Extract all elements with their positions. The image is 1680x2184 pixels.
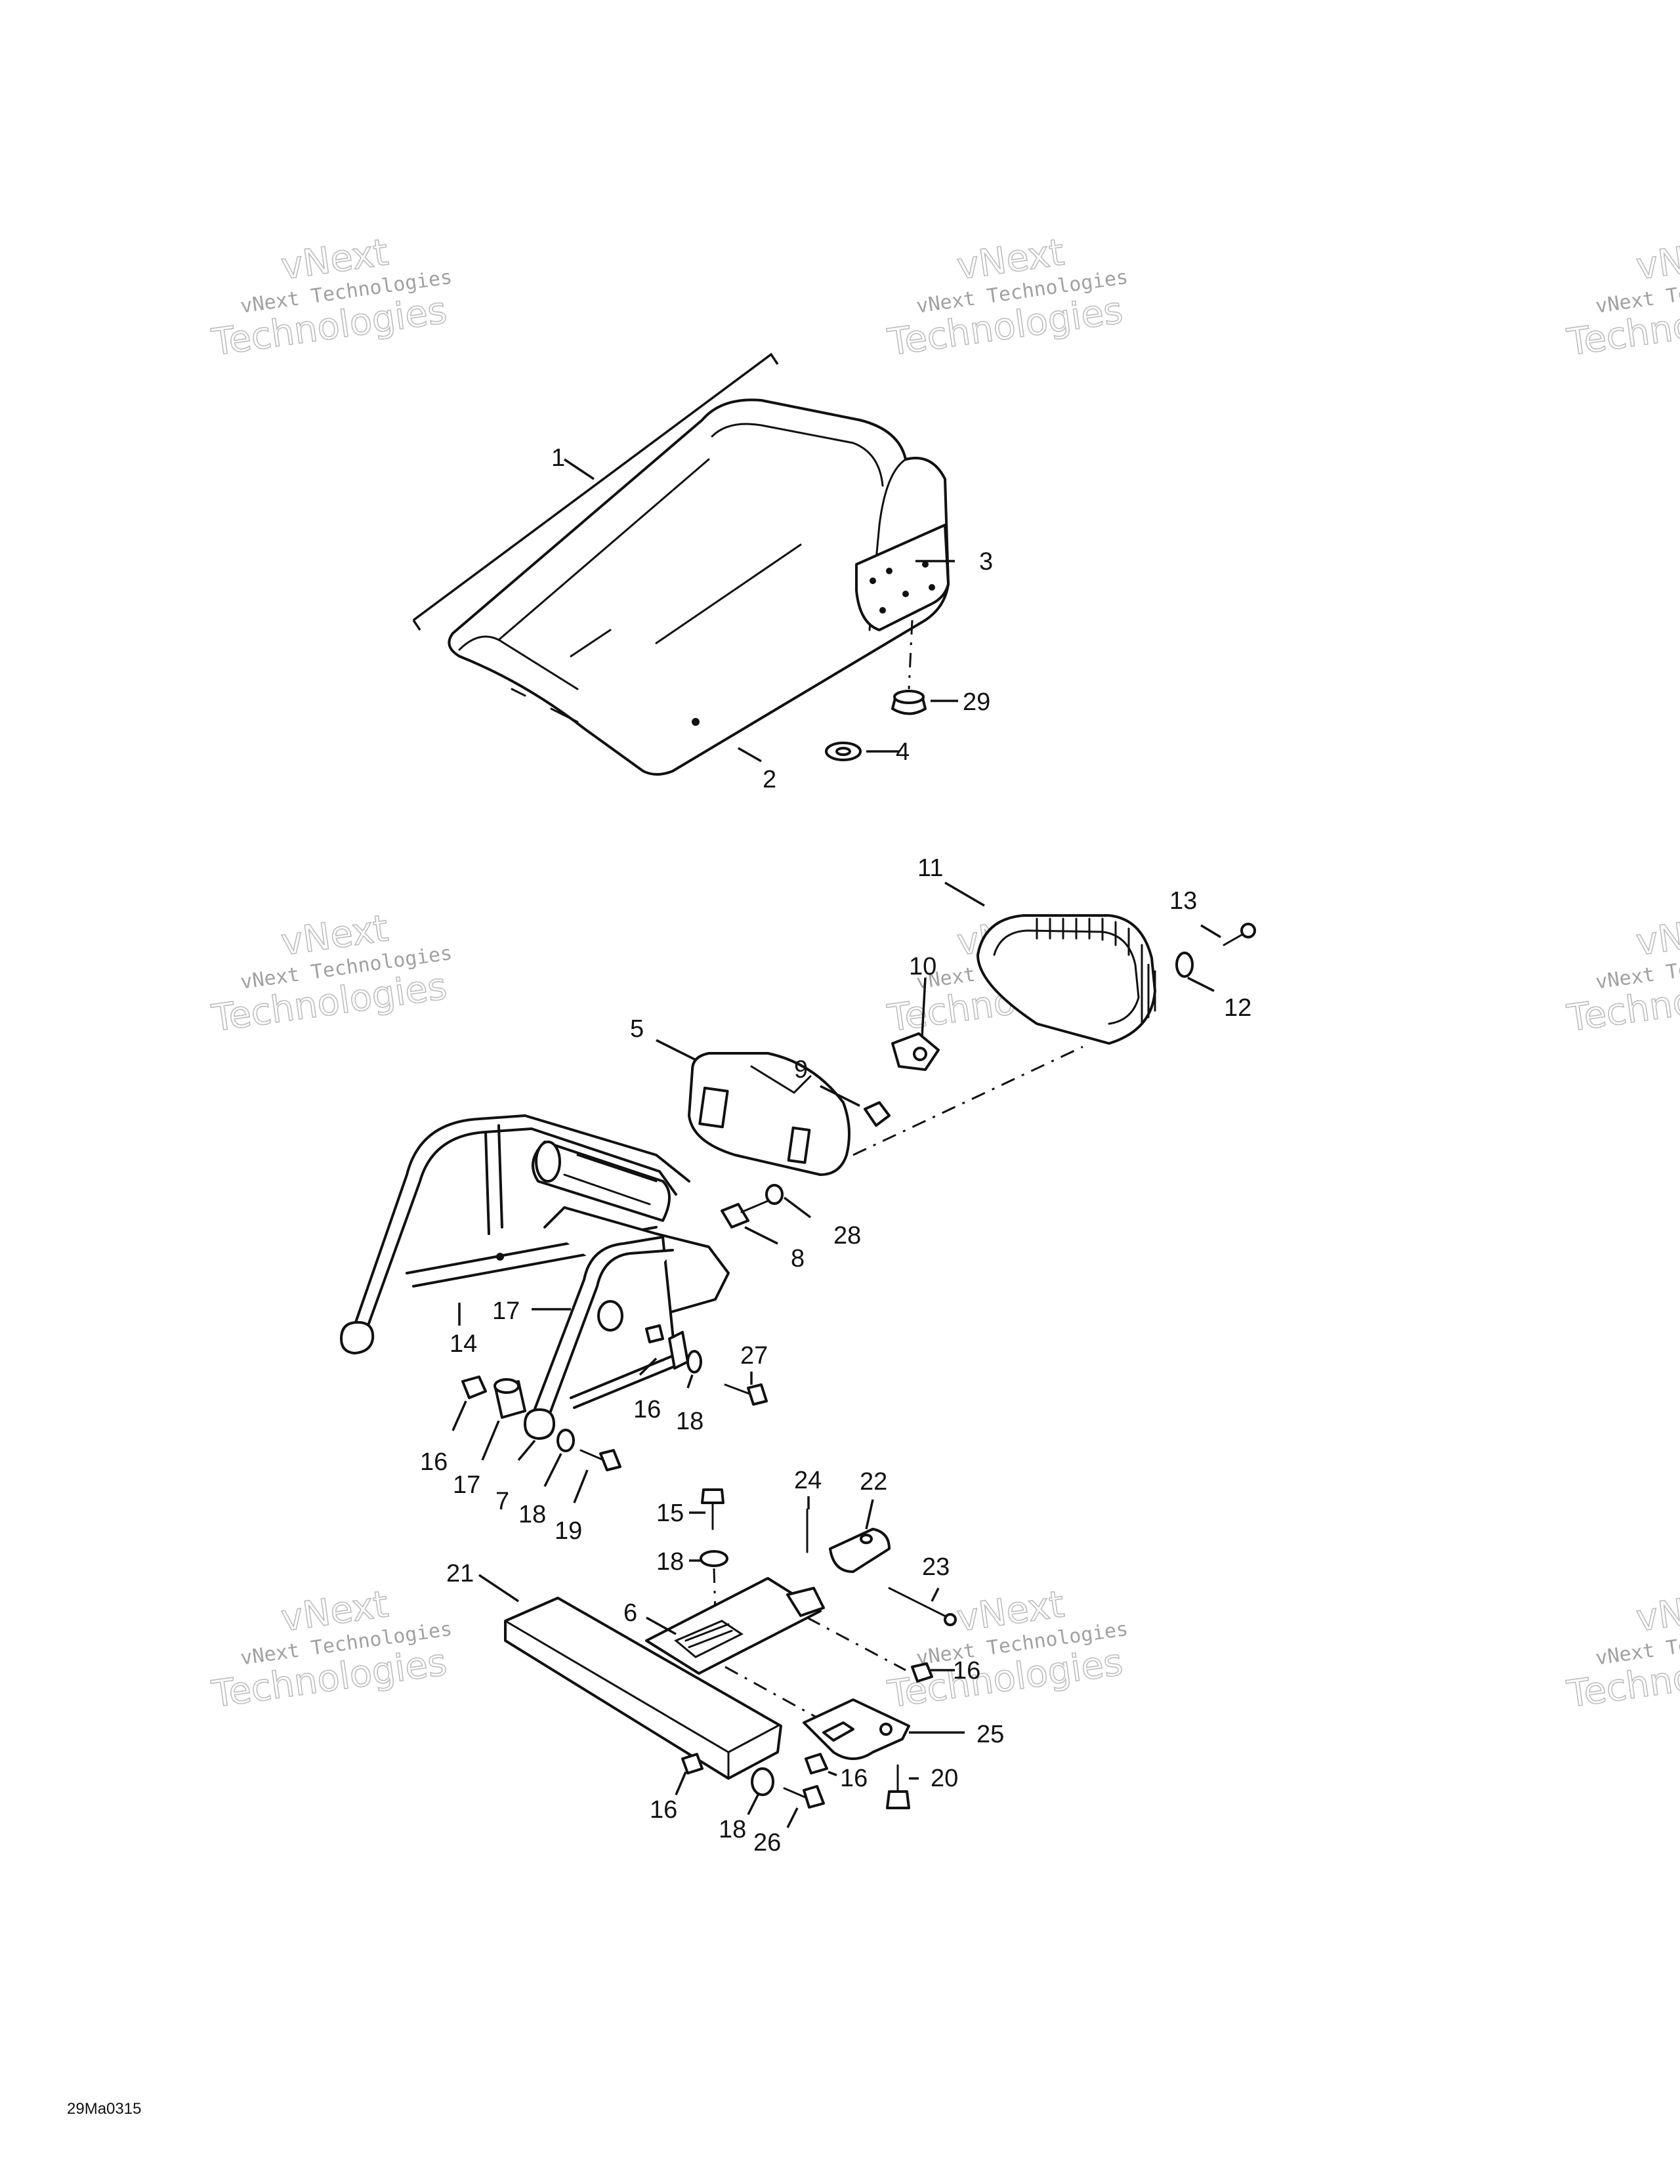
svg-text:vNext: vNext	[1633, 231, 1680, 288]
callout-12: 12	[1224, 994, 1251, 1022]
washer-18-bottom	[751, 1767, 774, 1796]
bolt-8	[721, 1200, 769, 1228]
svg-text:vNext: vNext	[1633, 1583, 1680, 1640]
washer-28	[765, 1184, 784, 1205]
callout-18c: 18	[656, 1548, 684, 1576]
callout-4: 4	[896, 738, 910, 766]
callout-16a: 16	[633, 1396, 661, 1423]
bolt-26	[783, 1785, 825, 1809]
seat-assembly	[412, 352, 950, 776]
callout-23: 23	[922, 1553, 950, 1581]
nut-16-left	[461, 1376, 487, 1399]
callout-17b: 17	[453, 1471, 480, 1499]
rack-frame	[340, 1114, 730, 1440]
callout-21: 21	[446, 1560, 474, 1587]
washer-18-right	[686, 1350, 702, 1374]
callout-29: 29	[963, 688, 990, 716]
callout-16d: 16	[840, 1765, 868, 1792]
callout-3: 3	[979, 548, 993, 576]
nut-16-right	[911, 1662, 933, 1683]
callout-14: 14	[450, 1330, 477, 1358]
callout-6: 6	[623, 1599, 637, 1627]
callout-25: 25	[976, 1721, 1004, 1748]
callout-19: 19	[555, 1517, 582, 1545]
washer-12	[1175, 952, 1194, 978]
callout-20: 20	[931, 1765, 958, 1792]
light-bracket-5	[688, 1052, 850, 1176]
callout-24: 24	[794, 1467, 822, 1494]
lower-hardware	[461, 1350, 957, 1809]
svg-text:vNext: vNext	[1633, 907, 1680, 964]
seat-bracket-line	[412, 352, 779, 621]
bracket-25	[803, 1698, 910, 1760]
callout-16e: 16	[650, 1796, 677, 1824]
hinge-block-22	[829, 1528, 891, 1573]
callout-8: 8	[791, 1245, 805, 1272]
nut-16-bottom	[681, 1753, 704, 1774]
bolt-27	[724, 1383, 768, 1406]
watermark: vNext vNext Technologies Technologies vN…	[209, 230, 1680, 1717]
tail-light-lens-11	[976, 914, 1156, 1045]
callout-27: 27	[740, 1342, 768, 1370]
callout-labels: 1 2 3 4 29 11 13 10 12 5 9 28 8 14 17 27…	[420, 444, 1251, 1857]
callout-28: 28	[833, 1222, 861, 1250]
nut-16-lower	[805, 1753, 828, 1774]
bulb-socket-10	[891, 1032, 940, 1071]
guard-21	[504, 1597, 782, 1780]
callout-13: 13	[1169, 887, 1197, 915]
callout-16b: 16	[420, 1448, 448, 1476]
pin-23	[888, 1587, 957, 1626]
callout-18d: 18	[719, 1816, 746, 1843]
callout-7: 7	[495, 1488, 509, 1515]
bolt-20	[886, 1764, 910, 1809]
washer-18-mid	[700, 1550, 728, 1567]
callout-18a: 18	[676, 1408, 704, 1435]
tail-light-assembly	[688, 914, 1256, 1228]
nut-9	[864, 1101, 891, 1127]
spacer-17-frame	[597, 1300, 623, 1332]
callout-1: 1	[551, 444, 565, 472]
callout-10: 10	[909, 953, 936, 980]
callout-16c: 16	[953, 1657, 980, 1685]
bolt-15	[701, 1488, 724, 1530]
screw-13	[1223, 923, 1256, 946]
callout-11: 11	[917, 854, 943, 882]
callout-22: 22	[860, 1468, 887, 1496]
nut-29	[891, 690, 927, 715]
spacer-17-left	[494, 1378, 526, 1419]
callout-2: 2	[763, 766, 776, 793]
mounting-plate-6	[645, 1577, 825, 1675]
callout-17a: 17	[492, 1297, 520, 1325]
seat-cushion	[448, 398, 950, 776]
seat-pin-hole	[692, 718, 700, 726]
washer-4	[825, 742, 862, 761]
seat-label-patch	[855, 524, 950, 631]
callout-9: 9	[794, 1056, 808, 1083]
callout-26: 26	[753, 1829, 781, 1857]
washer-18-rack	[556, 1429, 575, 1452]
callout-18b: 18	[518, 1501, 546, 1528]
callout-5: 5	[630, 1015, 644, 1043]
bolt-19	[579, 1449, 621, 1471]
diagram-reference-code: 29Ma0315	[67, 2100, 142, 2118]
callout-15: 15	[656, 1500, 684, 1527]
leader-lines	[452, 458, 1221, 1828]
